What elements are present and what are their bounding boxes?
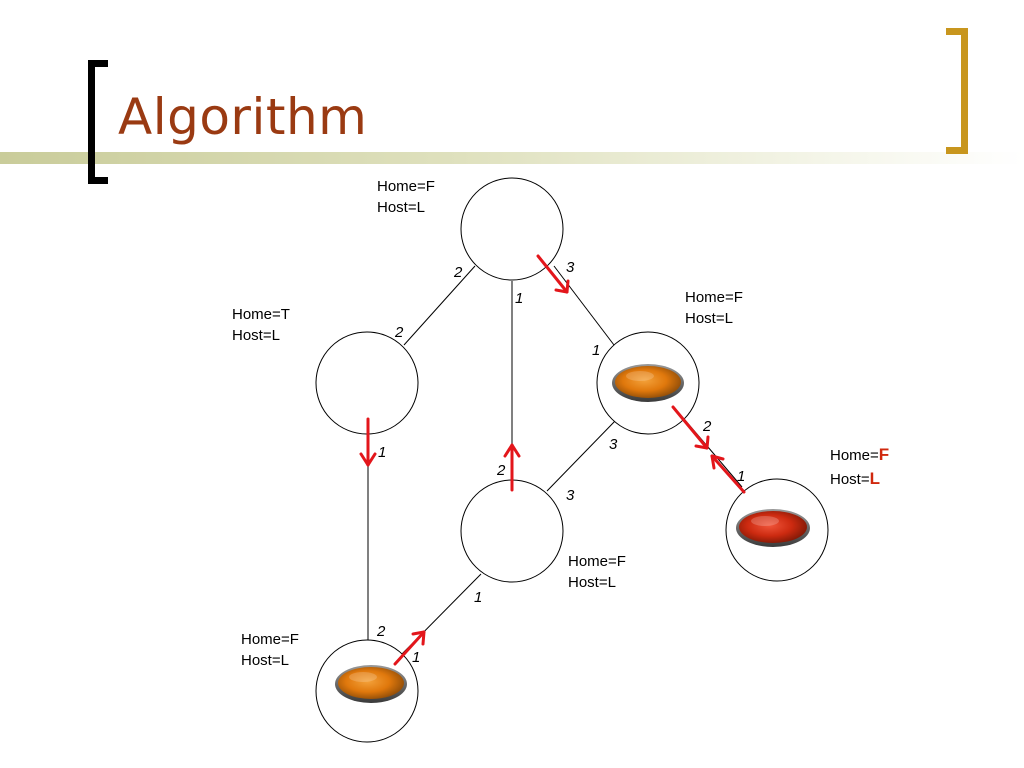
node-far-right-label: Home=F Host=L: [830, 443, 889, 491]
port-farright-to-right: 1: [737, 468, 745, 485]
host-flag: Host=L: [568, 574, 616, 591]
host-flag-value: L: [869, 469, 880, 488]
slide-title: Algorithm: [118, 88, 368, 146]
arrow-farright-to-right: [710, 454, 746, 494]
port-bottom-to-center: 1: [412, 649, 420, 666]
node-top-label: Home=F Host=L: [377, 176, 435, 218]
agent-orange-right: [612, 364, 684, 402]
agent-red-far-right: [736, 509, 810, 547]
node-center: [460, 479, 564, 583]
port-center-to-bottom: 1: [474, 589, 482, 606]
arrow-top-to-right: [536, 254, 570, 294]
home-flag: Home=F: [377, 178, 435, 195]
port-right-to-farright: 2: [702, 418, 712, 435]
node-left-label: Home=T Host=L: [232, 304, 290, 346]
home-flag: Home=T: [232, 306, 290, 323]
node-bottom-label: Home=F Host=L: [241, 629, 299, 671]
port-center-to-right: 3: [566, 487, 575, 504]
port-top-to-left: 2: [453, 264, 463, 281]
port-top-to-right: 3: [566, 259, 575, 276]
port-right-to-top: 1: [592, 342, 600, 359]
edge-top-left: [403, 265, 476, 346]
port-right-to-center: 3: [609, 436, 618, 453]
right-bracket: [946, 28, 968, 154]
port-bottom-to-left: 2: [376, 623, 386, 640]
host-flag: Host=L: [377, 199, 425, 216]
port-center-to-top: 2: [496, 462, 506, 479]
port-left-to-bottom: 1: [378, 444, 386, 461]
arrow-left-down: [359, 417, 377, 467]
arrow-bottom-to-center: [393, 630, 426, 666]
home-flag: Home=F: [241, 631, 299, 648]
port-top-to-center: 1: [515, 290, 523, 307]
home-flag-value: F: [878, 445, 890, 464]
arrow-center-up: [503, 443, 521, 492]
title-underline-bar: [0, 152, 1024, 164]
home-flag: Home=F: [830, 443, 889, 467]
home-flag: Home=F: [568, 553, 626, 570]
port-left-to-top: 2: [394, 324, 404, 341]
home-flag: Home=F: [685, 289, 743, 306]
host-flag: Host=L: [830, 467, 889, 491]
host-flag: Host=L: [685, 310, 733, 327]
node-center-label: Home=F Host=L: [568, 551, 626, 593]
host-flag: Host=L: [241, 652, 289, 669]
arrow-right-to-farright: [671, 405, 710, 450]
node-top: [460, 177, 564, 281]
edge-right-center: [546, 419, 617, 492]
home-flag-prefix: Home=: [830, 447, 879, 464]
edge-top-right: [553, 265, 615, 346]
left-bracket: [88, 60, 108, 184]
host-flag: Host=L: [232, 327, 280, 344]
agent-orange-bottom: [335, 665, 407, 703]
host-flag-prefix: Host=: [830, 471, 870, 488]
node-right-label: Home=F Host=L: [685, 287, 743, 329]
